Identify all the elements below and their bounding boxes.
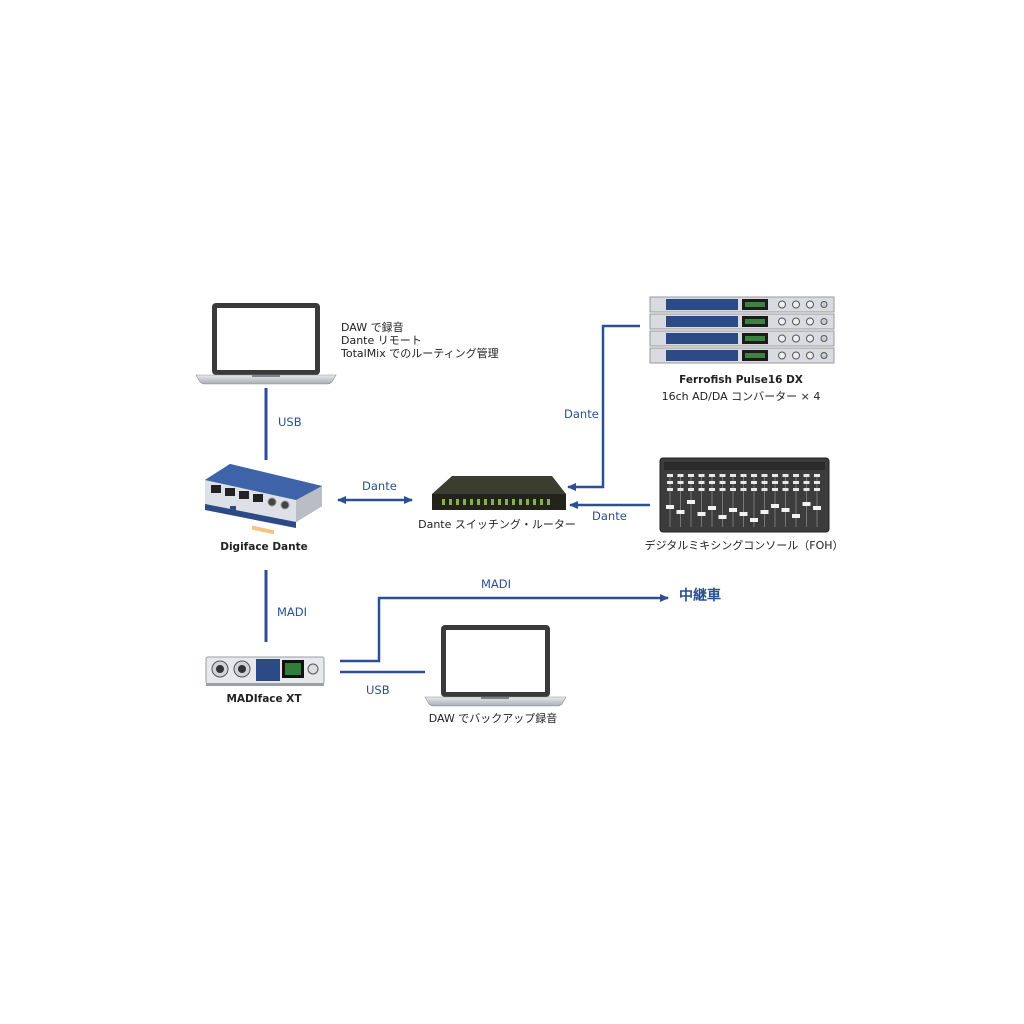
console-button: [688, 481, 694, 484]
digiface-caption: Digiface Dante: [220, 541, 308, 553]
console-fader: [771, 504, 779, 508]
console-button: [688, 474, 694, 477]
console-button: [761, 481, 768, 484]
console-button: [719, 474, 726, 477]
madiface-xt-device: [205, 656, 325, 686]
ferrofish-name: Ferrofish Pulse16 DX: [679, 374, 803, 386]
ferrofish-desc: 16ch AD/DA コンバーター × 4: [661, 390, 821, 403]
console-fader: [666, 505, 674, 509]
console-button: [740, 481, 747, 484]
console-button: [667, 481, 673, 484]
console-caption: デジタルミキシングコンソール（FOH）: [644, 539, 844, 552]
madiface-caption: MADIface XT: [226, 693, 302, 705]
label-dante-ferrofish: Dante: [564, 407, 599, 421]
console-button: [667, 488, 673, 491]
console-button: [803, 474, 810, 477]
digiface-dante-device: [205, 464, 322, 535]
console-button: [688, 488, 694, 491]
console-button: [698, 488, 705, 491]
console-button: [730, 474, 736, 477]
laptop-top-line-2: Dante リモート: [341, 334, 422, 347]
laptop-top: [195, 303, 337, 385]
console-button: [740, 488, 747, 491]
label-dante-left: Dante: [362, 479, 397, 493]
console-fader: [792, 514, 800, 518]
console-button: [677, 474, 684, 477]
console-button: [709, 488, 715, 491]
console-button: [667, 474, 673, 477]
label-usb-bottom: USB: [366, 683, 390, 697]
console-button: [730, 481, 736, 484]
laptop-top-line-3: TotalMix でのルーティング管理: [341, 347, 499, 360]
console-fader: [813, 506, 821, 510]
console-button: [772, 474, 778, 477]
console-button: [772, 481, 778, 484]
switch-caption: Dante スイッチング・ルーター: [418, 518, 576, 531]
console-button: [793, 474, 799, 477]
ferrofish-caption: Ferrofish Pulse16 DX 16ch AD/DA コンバーター ×…: [662, 374, 821, 403]
console-button: [719, 481, 726, 484]
console-button: [751, 474, 757, 477]
console-button: [719, 488, 726, 491]
console-button: [814, 481, 820, 484]
console-button: [740, 474, 747, 477]
link-madi-out: [340, 594, 669, 663]
label-dante-console: Dante: [592, 509, 627, 523]
console-fader: [708, 506, 716, 510]
console-button: [751, 488, 757, 491]
console-button: [677, 481, 684, 484]
console-fader: [760, 510, 769, 514]
console-button: [782, 488, 789, 491]
console-button: [761, 474, 768, 477]
console-fader: [781, 508, 790, 512]
console-button: [761, 488, 768, 491]
console-fader: [729, 508, 737, 512]
console-button: [814, 488, 820, 491]
console-button: [803, 488, 810, 491]
console-fader: [697, 512, 706, 516]
console-button: [709, 474, 715, 477]
console-fader: [676, 510, 685, 514]
console-fader: [718, 515, 727, 519]
console-button: [698, 474, 705, 477]
console-button: [782, 481, 789, 484]
console-fader: [802, 502, 811, 506]
console-button: [803, 481, 810, 484]
console-button: [772, 488, 778, 491]
console-fader: [687, 500, 695, 504]
laptop-bottom-caption: DAW でバックアップ録音: [428, 712, 558, 725]
laptop-top-caption: DAW で録音 Dante リモート TotalMix でのルーティング管理: [341, 321, 499, 360]
destination-ob-van: 中継車: [679, 588, 721, 604]
console-button: [730, 488, 736, 491]
console-button: [709, 481, 715, 484]
console-button: [751, 481, 757, 484]
console-fader: [739, 512, 748, 516]
laptop-bottom: [424, 625, 567, 707]
console-button: [793, 481, 799, 484]
console-button: [814, 474, 820, 477]
ferrofish-rack-stack: [649, 296, 835, 364]
console-button: [793, 488, 799, 491]
label-madi-out: MADI: [481, 577, 512, 591]
label-madi-vertical: MADI: [277, 605, 308, 619]
console-button: [677, 488, 684, 491]
mixing-console-device: [659, 457, 830, 533]
label-usb-top: USB: [278, 415, 302, 429]
console-button: [782, 474, 789, 477]
console-fader: [750, 518, 758, 522]
console-button: [698, 481, 705, 484]
link-dante-ferrofish: [567, 324, 640, 491]
dante-switch-device: [432, 476, 566, 510]
laptop-top-line-1: DAW で録音: [341, 321, 404, 334]
